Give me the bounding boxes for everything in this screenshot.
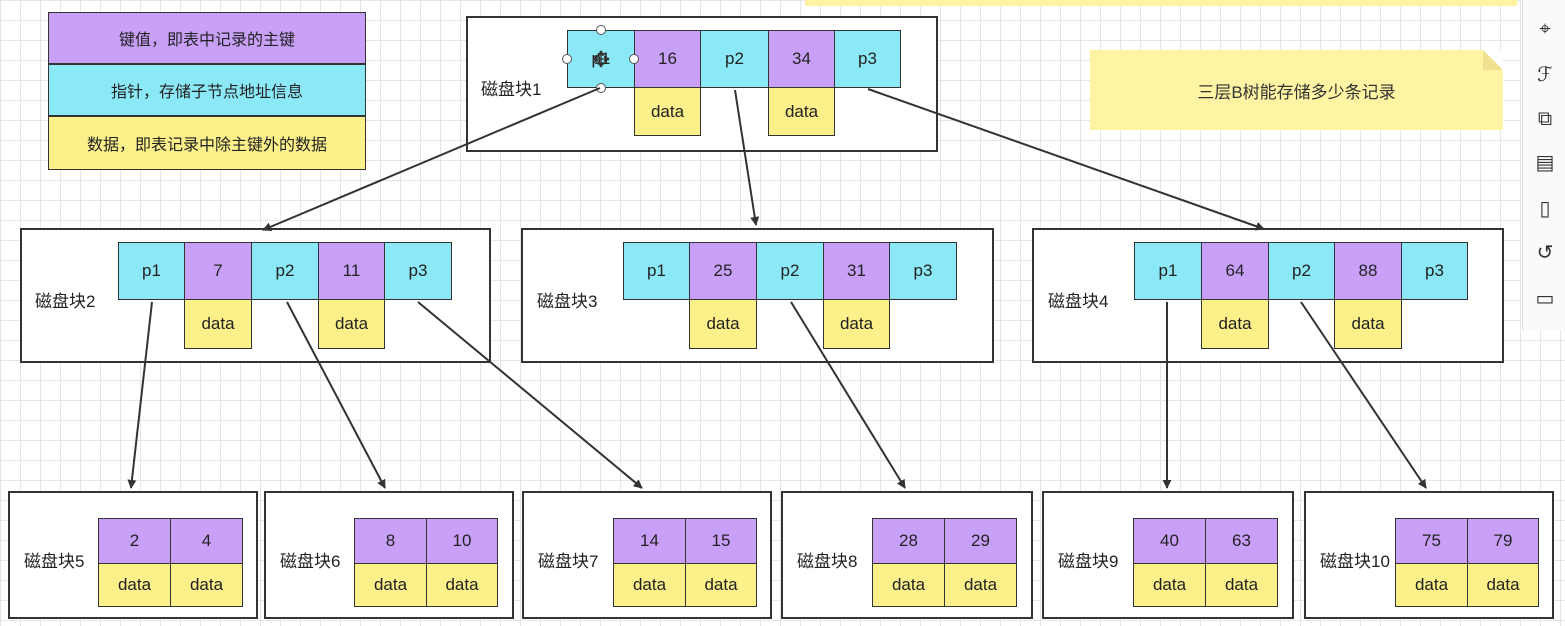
selection-handle-left[interactable] xyxy=(562,54,572,64)
block4-cell-p2[interactable]: p2 xyxy=(1268,242,1335,300)
block5-data-1[interactable]: data xyxy=(98,563,171,607)
legend-data-text: 数据，即表记录中除主键外的数据 xyxy=(86,137,327,154)
disk-block-8-label: 磁盘块8 xyxy=(797,552,858,571)
arrow-b3-p2-to-b8 xyxy=(790,301,906,489)
block2-cell-key-2[interactable]: 11 xyxy=(318,242,385,300)
arrow-b2-p1-to-b5 xyxy=(127,301,153,489)
selection-handle-top[interactable] xyxy=(596,25,606,35)
block5-data-2[interactable]: data xyxy=(170,563,243,607)
top-note-strip xyxy=(805,0,1517,6)
note-sticky[interactable]: 三层B树能存储多少条记录 xyxy=(1090,50,1503,130)
block3-data-1[interactable]: data xyxy=(689,299,757,349)
block3-cell-p2[interactable]: p2 xyxy=(756,242,824,300)
comment-icon[interactable]: ▭ xyxy=(1535,286,1555,310)
disk-block-1-label: 磁盘块1 xyxy=(481,80,542,99)
block3-cell-p1[interactable]: p1 xyxy=(623,242,690,300)
block1-data-1[interactable]: data xyxy=(634,87,701,136)
disk-block-6-label: 磁盘块6 xyxy=(280,552,341,571)
block2-data-1[interactable]: data xyxy=(184,299,252,349)
block7-data-1[interactable]: data xyxy=(613,563,686,607)
block2-data-2[interactable]: data xyxy=(318,299,385,349)
block1-data-2[interactable]: data xyxy=(768,87,835,136)
arrow-b2-p2-to-b6 xyxy=(286,301,386,489)
legend-pointer[interactable]: 指针，存储子节点地址信息 xyxy=(48,64,366,116)
block3-cell-p3[interactable]: p3 xyxy=(889,242,957,300)
note-text: 三层B树能存储多少条记录 xyxy=(1197,82,1396,102)
block6-key-1[interactable]: 8 xyxy=(354,518,427,564)
block9-data-2[interactable]: data xyxy=(1205,563,1278,607)
block3-cell-key-1[interactable]: 25 xyxy=(689,242,757,300)
legend-key-text: 键值，即表中记录的主键 xyxy=(118,32,295,49)
legend-data[interactable]: 数据，即表记录中除主键外的数据 xyxy=(48,116,366,170)
history-icon[interactable]: ↺ xyxy=(1536,240,1554,264)
block3-data-2[interactable]: data xyxy=(823,299,890,349)
page-icon[interactable]: ▯ xyxy=(1539,196,1551,220)
block5-key-1[interactable]: 2 xyxy=(98,518,171,564)
block10-data-1[interactable]: data xyxy=(1395,563,1468,607)
move-icon[interactable]: ✥ xyxy=(591,48,611,73)
block4-cell-p1[interactable]: p1 xyxy=(1134,242,1202,300)
block4-cell-key-1[interactable]: 64 xyxy=(1201,242,1269,300)
block9-data-1[interactable]: data xyxy=(1133,563,1206,607)
disk-block-10-label: 磁盘块10 xyxy=(1320,552,1390,571)
block10-data-2[interactable]: data xyxy=(1467,563,1539,607)
selection-handle-right[interactable] xyxy=(629,54,639,64)
block9-key-2[interactable]: 63 xyxy=(1205,518,1278,564)
block2-cell-p1[interactable]: p1 xyxy=(118,242,185,300)
legend-key[interactable]: 键值，即表中记录的主键 xyxy=(48,12,366,64)
format-icon[interactable]: ℱ xyxy=(1537,62,1553,86)
disk-block-4-label: 磁盘块4 xyxy=(1048,292,1109,311)
legend-pointer-text: 指针，存储子节点地址信息 xyxy=(110,84,303,101)
block4-data-1[interactable]: data xyxy=(1201,299,1269,349)
block4-data-2[interactable]: data xyxy=(1334,299,1402,349)
disk-block-2-label: 磁盘块2 xyxy=(35,292,96,311)
disk-block-5-label: 磁盘块5 xyxy=(24,552,85,571)
resize-icon[interactable]: ⧉ xyxy=(1537,106,1553,130)
block10-key-2[interactable]: 79 xyxy=(1467,518,1539,564)
block7-key-2[interactable]: 15 xyxy=(685,518,757,564)
block1-cell-p2[interactable]: p2 xyxy=(700,30,769,88)
note-fold xyxy=(1483,50,1503,70)
disk-block-7-label: 磁盘块7 xyxy=(538,552,599,571)
arrow-b1-p2-to-b3 xyxy=(734,89,760,226)
arrow-b1-p1-to-b2 xyxy=(262,87,601,232)
block5-key-2[interactable]: 4 xyxy=(170,518,243,564)
block1-cell-p3[interactable]: p3 xyxy=(834,30,901,88)
right-toolbar: ⌖ ℱ ⧉ ▤ ▯ ↺ ▭ xyxy=(1522,0,1565,330)
block3-cell-key-2[interactable]: 31 xyxy=(823,242,890,300)
arrow-b2-p3-to-b7 xyxy=(417,301,643,489)
block8-data-1[interactable]: data xyxy=(872,563,945,607)
block4-cell-p3[interactable]: p3 xyxy=(1401,242,1468,300)
arrow-b1-p3-to-b4 xyxy=(867,88,1265,231)
arrow-b4-p2-to-b10 xyxy=(1300,301,1427,489)
navigate-icon[interactable]: ⌖ xyxy=(1539,16,1551,40)
disk-block-9-label: 磁盘块9 xyxy=(1058,552,1119,571)
selection-handle-bottom[interactable] xyxy=(596,83,606,93)
block1-cell-key-1[interactable]: 16 xyxy=(634,30,701,88)
pages-icon[interactable]: ▤ xyxy=(1535,150,1555,174)
block8-data-2[interactable]: data xyxy=(944,563,1017,607)
block8-key-1[interactable]: 28 xyxy=(872,518,945,564)
block7-data-2[interactable]: data xyxy=(685,563,757,607)
block2-cell-p3[interactable]: p3 xyxy=(384,242,452,300)
disk-block-3-label: 磁盘块3 xyxy=(537,292,598,311)
block6-data-2[interactable]: data xyxy=(426,563,498,607)
block1-cell-key-2[interactable]: 34 xyxy=(768,30,835,88)
block2-cell-key-1[interactable]: 7 xyxy=(184,242,252,300)
